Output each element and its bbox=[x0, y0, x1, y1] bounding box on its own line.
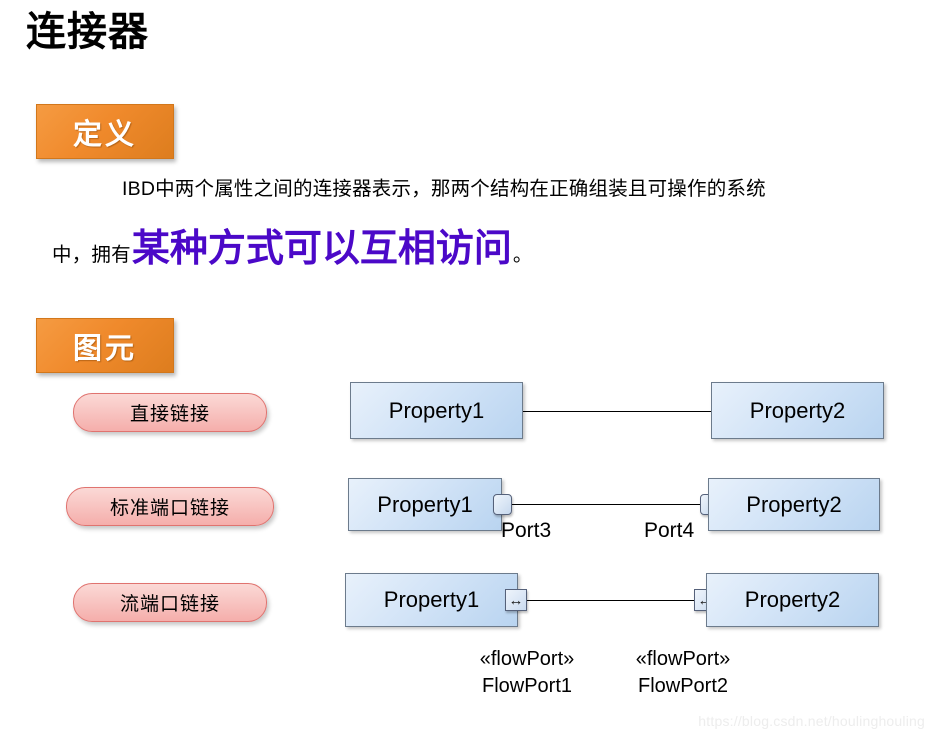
row2-left-port-label: Port3 bbox=[501, 519, 552, 542]
definition-line-2-suffix: 。 bbox=[512, 244, 533, 267]
notation-label-direct-link: 直接链接 bbox=[73, 393, 267, 432]
row1-right-property-box: Property2 bbox=[711, 382, 884, 439]
section-badge-notation: 图元 bbox=[36, 318, 174, 373]
row2-left-standard-port bbox=[493, 494, 512, 515]
notation-label-flow-port-link: 流端口链接 bbox=[73, 583, 267, 622]
section-badge-definition-label: 定义 bbox=[72, 118, 137, 151]
definition-line-2-prefix: 中，拥有 bbox=[52, 244, 131, 267]
page-title: 连接器 bbox=[26, 10, 149, 54]
row2-right-port-label: Port4 bbox=[644, 519, 695, 542]
row2-right-property-box: Property2 bbox=[708, 478, 880, 531]
section-badge-notation-label: 图元 bbox=[72, 332, 137, 365]
row1-left-property-box: Property1 bbox=[350, 382, 523, 439]
row3-right-flow-port-name: FlowPort2 bbox=[637, 675, 729, 697]
definition-line-1: IBD中两个属性之间的连接器表示，那两个结构在正确组装且可操作的系统 bbox=[122, 178, 766, 200]
row2-connector-line bbox=[512, 504, 710, 505]
section-badge-definition: 定义 bbox=[36, 104, 174, 159]
row3-left-flow-port-name: FlowPort1 bbox=[481, 675, 573, 697]
definition-text-block: IBD中两个属性之间的连接器表示，那两个结构在正确组装且可操作的系统 中，拥有 … bbox=[52, 175, 922, 268]
row3-right-property-box: Property2 bbox=[706, 573, 879, 627]
definition-line-2: 中，拥有 某种方式可以互相访问 。 bbox=[52, 230, 922, 268]
definition-emphasis: 某种方式可以互相访问 bbox=[131, 228, 512, 271]
row3-left-flow-port-stereotype: «flowPort» bbox=[479, 648, 575, 670]
row2-left-property-box: Property1 bbox=[348, 478, 502, 531]
watermark: https://blog.csdn.net/houlinghouling bbox=[698, 713, 925, 729]
row3-left-flow-port-caption: «flowPort» FlowPort1 bbox=[452, 646, 602, 700]
row1-connector-line bbox=[523, 411, 711, 412]
row3-right-flow-port-caption: «flowPort» FlowPort2 bbox=[608, 646, 758, 700]
row3-left-property-box: Property1 bbox=[345, 573, 518, 627]
row3-left-flow-port-icon: ↔ bbox=[505, 589, 527, 611]
row3-connector-line bbox=[527, 600, 695, 601]
notation-label-standard-port-link: 标准端口链接 bbox=[66, 487, 274, 526]
row3-right-flow-port-stereotype: «flowPort» bbox=[635, 648, 731, 670]
